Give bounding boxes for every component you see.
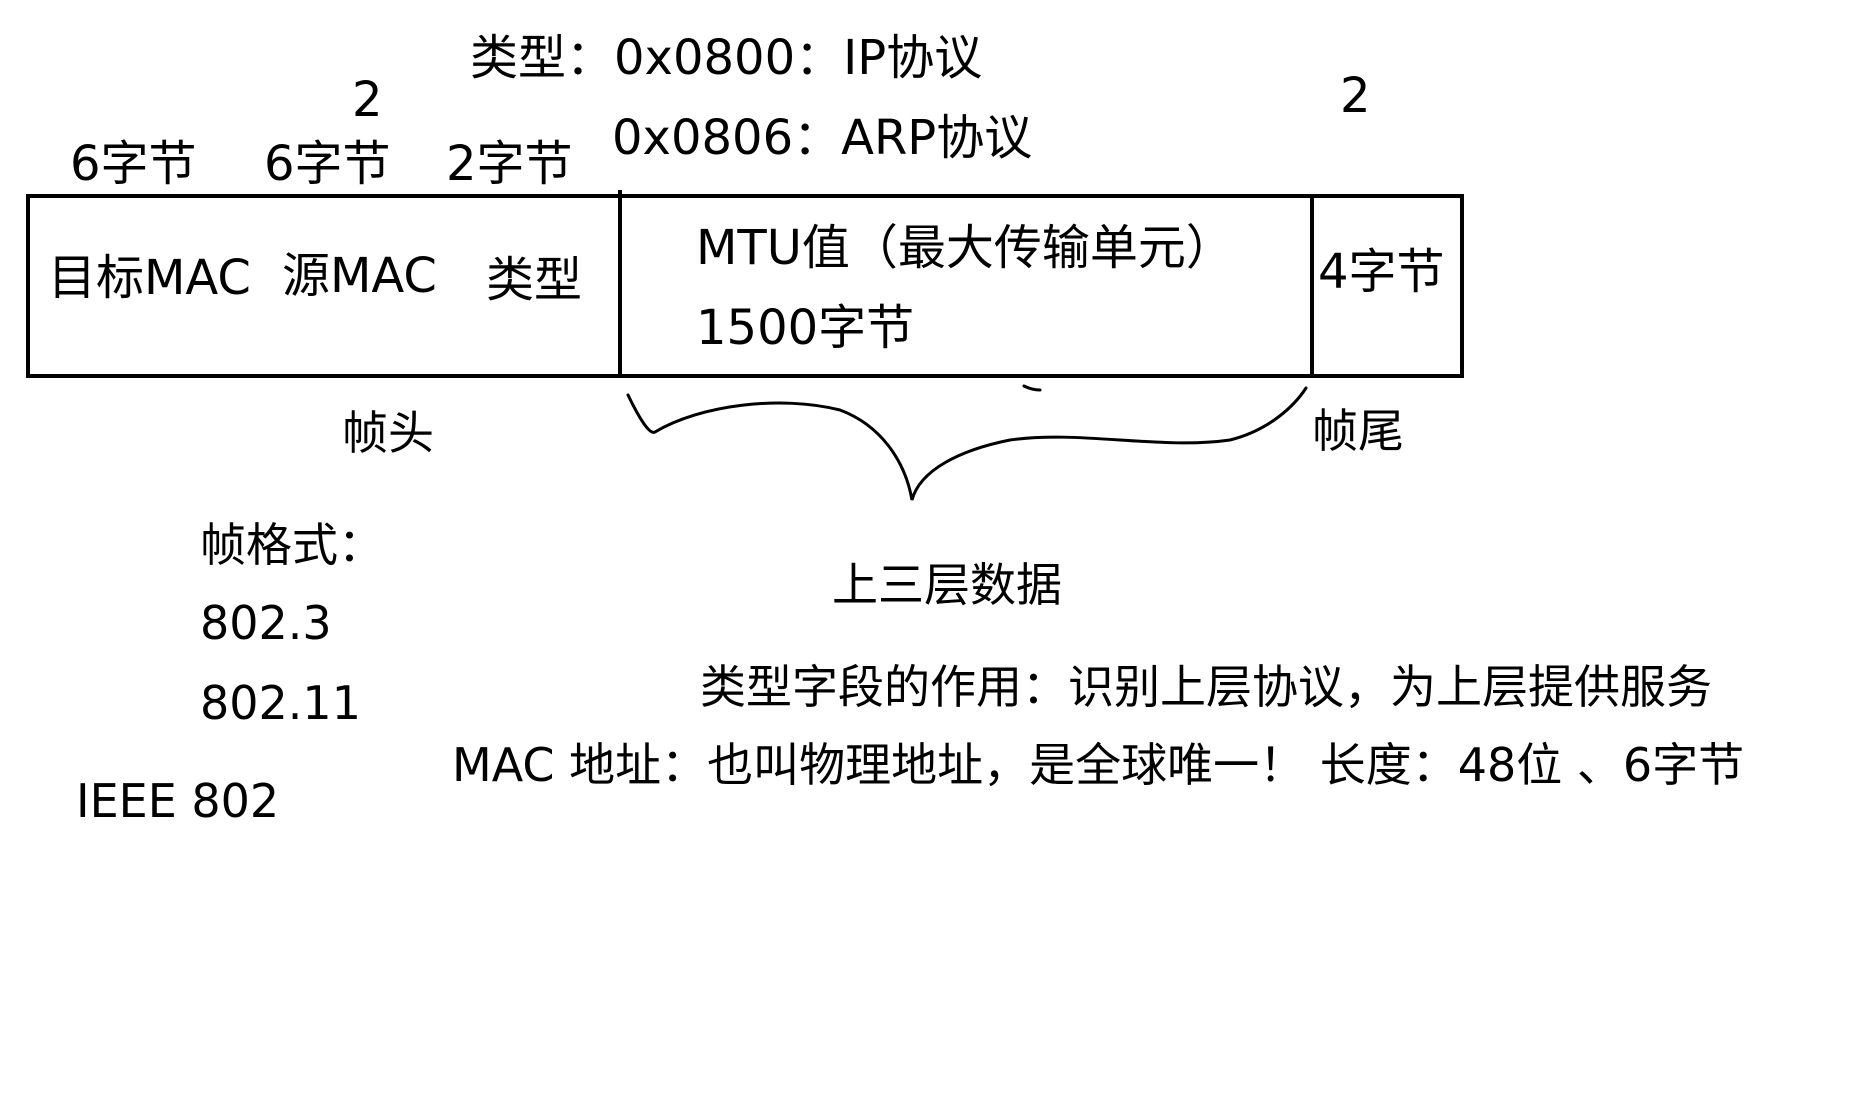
ieee-802-label: IEEE 802 [76, 774, 280, 828]
dest-mac-size: 6字节 [70, 136, 197, 192]
frame-format-802-3: 802.3 [200, 596, 332, 650]
type-field-note: 类型字段的作用：识别上层协议，为上层提供服务 [700, 660, 1712, 714]
upper-layer-data-label: 上三层数据 [832, 558, 1062, 612]
type-field: 类型 [486, 252, 583, 308]
frame-format-802-11: 802.11 [200, 676, 361, 730]
annotation-two-left: 2 [352, 72, 383, 128]
brace-stray-mark [1022, 384, 1042, 392]
frame-outline [26, 194, 1464, 378]
mac-address-note: MAC 地址：也叫物理地址，是全球唯一！ 长度：48位 、6字节 [452, 738, 1745, 792]
dest-mac-field: 目标MAC [48, 250, 251, 306]
type-size: 2字节 [446, 136, 573, 192]
payload-size: 1500字节 [696, 300, 915, 356]
annotation-two-right: 2 [1340, 68, 1371, 124]
src-mac-field: 源MAC [282, 248, 437, 304]
payload-brace [626, 386, 1308, 501]
src-mac-size: 6字节 [264, 136, 391, 192]
frame-header-label: 帧头 [342, 406, 434, 460]
payload-mtu: MTU值（最大传输单元） [696, 220, 1234, 276]
trailer-size: 4字节 [1318, 244, 1445, 300]
frame-format-title: 帧格式： [200, 518, 384, 572]
type-note-arp: 0x0806：ARP协议 [612, 110, 1033, 166]
type-note-ip: 类型：0x0800：IP协议 [470, 30, 983, 86]
frame-trailer-label: 帧尾 [1312, 404, 1404, 458]
